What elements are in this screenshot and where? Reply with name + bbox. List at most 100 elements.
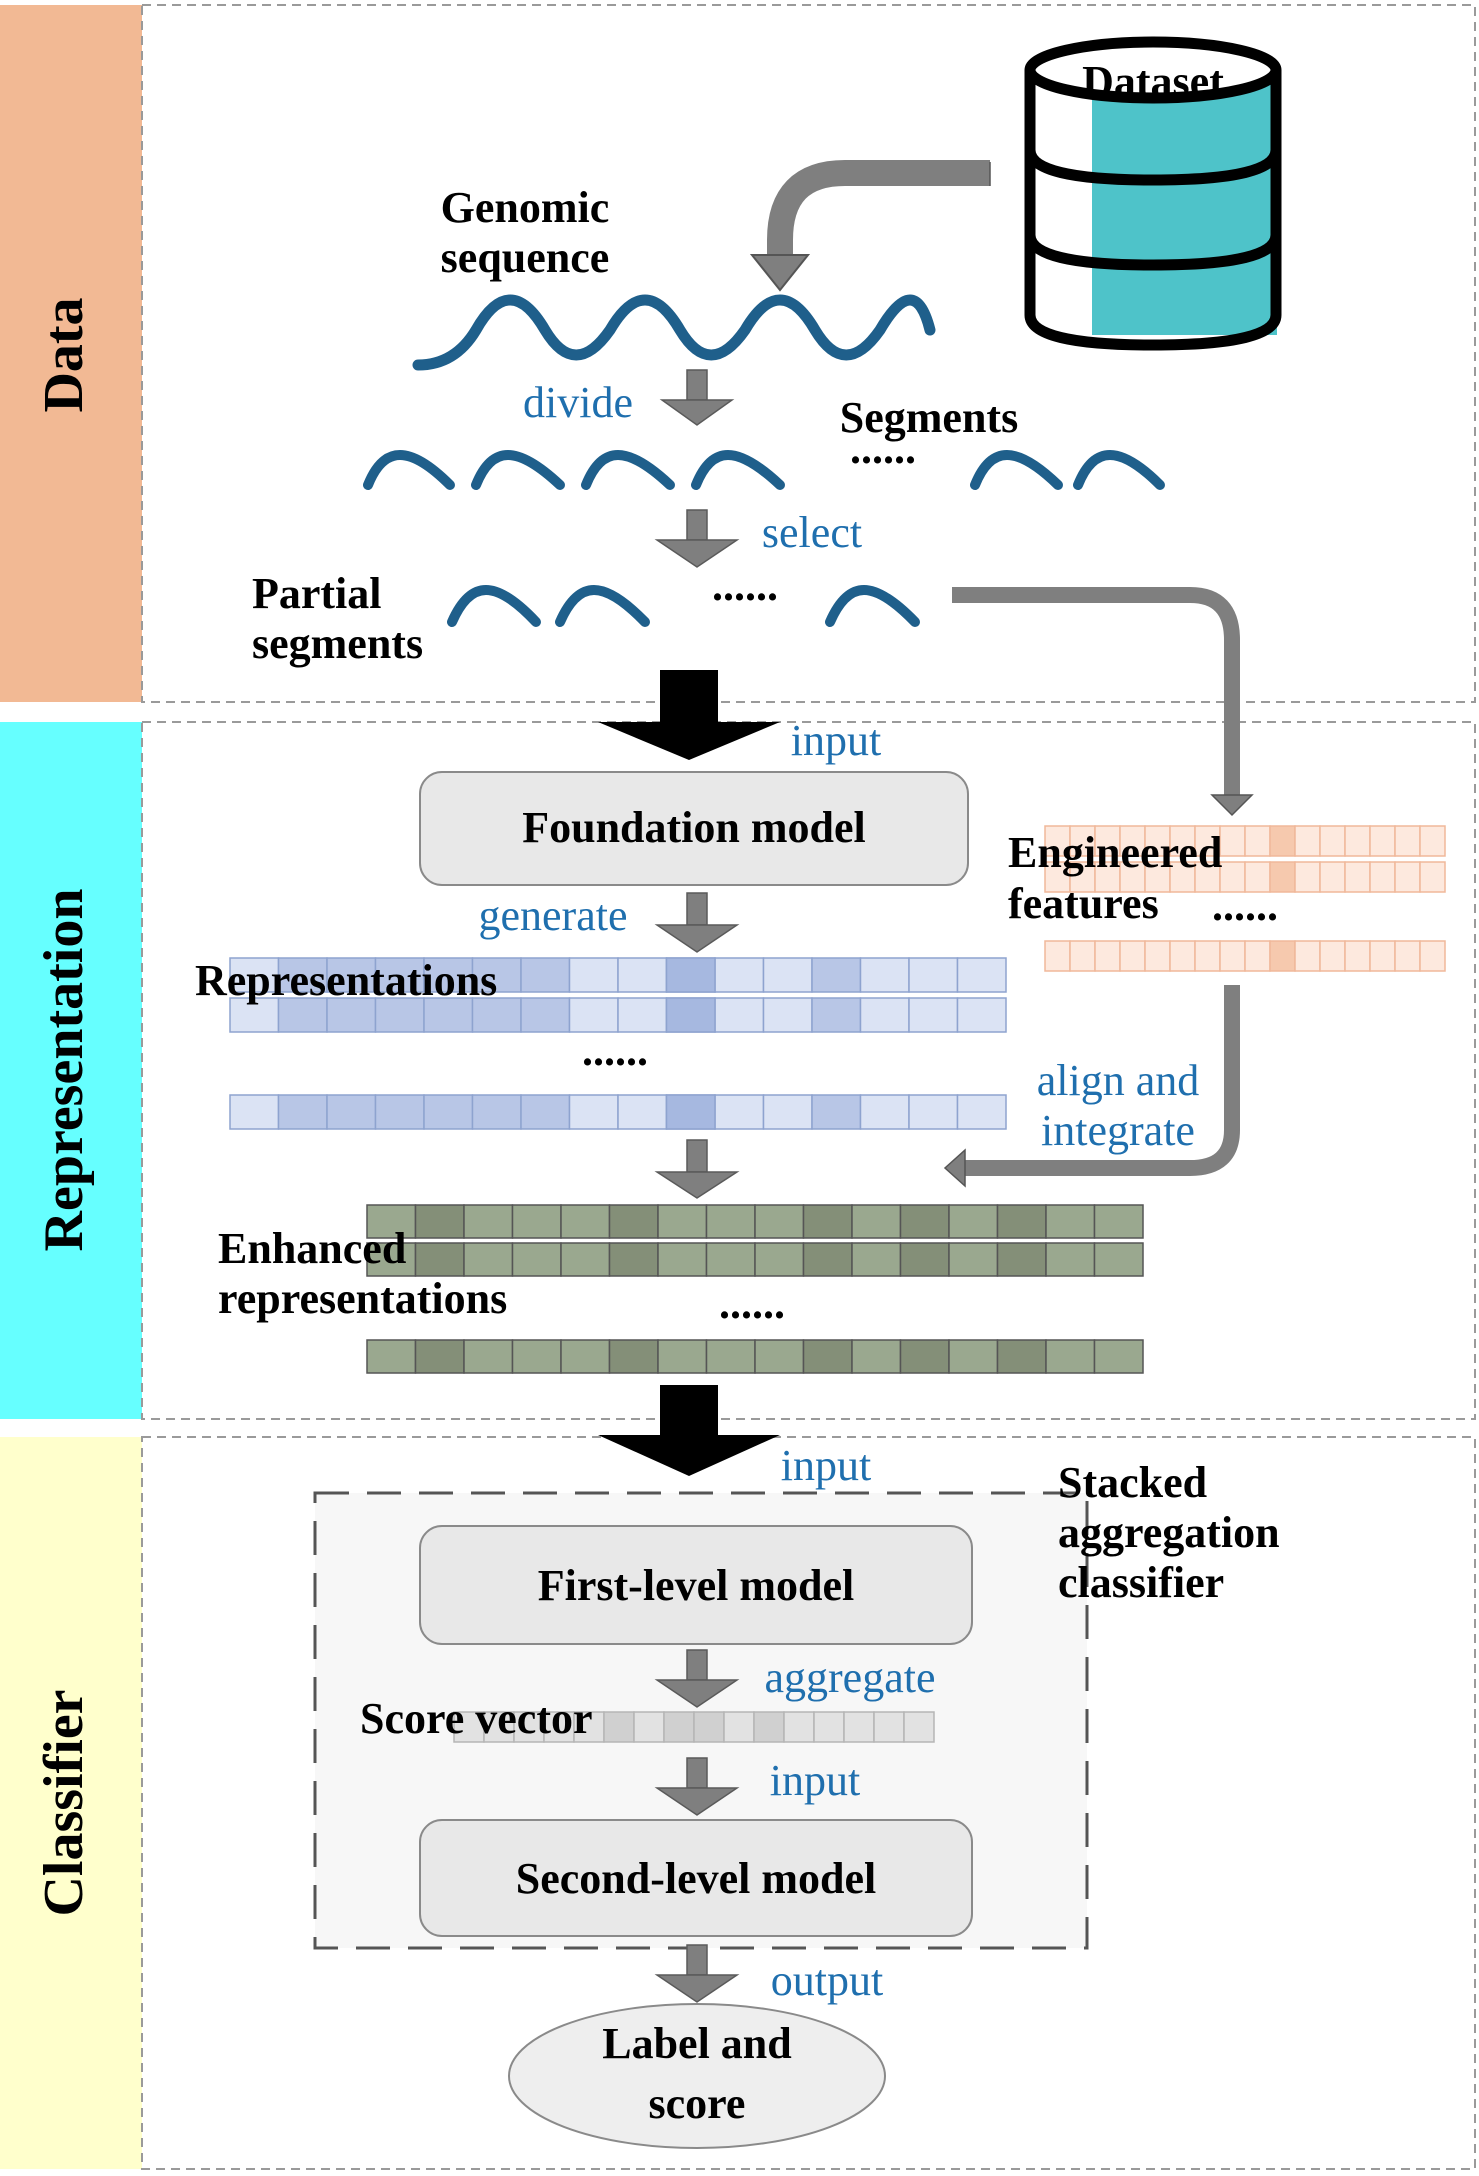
enhanced-representation-cell: [463, 1242, 514, 1277]
enhanced-representation-cell: [560, 1242, 611, 1277]
enhanced-representations-label-line1: Enhanced: [218, 1224, 406, 1273]
second-level-model-box: [419, 1819, 973, 1937]
partial-segment-waves: [447, 584, 920, 627]
score-vector-strip: [453, 1711, 935, 1743]
representation-cell: [423, 1094, 474, 1130]
enhanced-representation-cell: [608, 1242, 659, 1277]
representation-cell: [762, 957, 813, 993]
enhanced-representation-cell: [948, 1339, 999, 1374]
stacked-classifier-label-line1: Stacked: [1058, 1458, 1207, 1507]
engineered-features-ellipsis: ......: [1212, 881, 1278, 930]
representation-cell: [471, 1094, 522, 1130]
enhanced-representation-cell: [754, 1242, 805, 1277]
enhanced-representation-cell: [899, 1204, 950, 1239]
input-arrow-3: [654, 1757, 740, 1816]
genomic-sequence-wave: [412, 294, 936, 371]
input-label-2: input: [781, 1441, 871, 1490]
engineered-feature-cell: [1294, 825, 1321, 857]
enhanced-representation-cell: [802, 1339, 853, 1374]
enhanced-representation-cell: [560, 1204, 611, 1239]
representation-cell: [859, 957, 910, 993]
representation-cell: [859, 997, 910, 1033]
enhanced-representation-cell: [996, 1339, 1047, 1374]
score-vector-cell: [723, 1711, 755, 1743]
representation-cell: [956, 997, 1007, 1033]
engineered-features-label-line1: Engineered: [1008, 828, 1222, 877]
segments-label: Segments: [840, 393, 1018, 442]
select-arrow: [654, 509, 740, 568]
enhanced-representation-cell: [511, 1339, 562, 1374]
engineered-feature-cell: [1119, 861, 1146, 893]
output-label: output: [771, 1956, 883, 2005]
representation-to-enhanced-arrow: [654, 1139, 740, 1199]
representation-cell: [665, 1094, 716, 1130]
engineered-features-label-line2: features: [1008, 879, 1159, 928]
representation-cell: [520, 997, 571, 1033]
engineered-feature-cell: [1244, 940, 1271, 972]
representation-cell: [471, 997, 522, 1033]
enhanced-representations-ellipsis: ......: [719, 1279, 785, 1328]
representation-cell: [908, 957, 959, 993]
engineered-feature-cell: [1394, 861, 1421, 893]
aggregate-arrow: [654, 1649, 740, 1708]
dataset-icon: [1024, 36, 1282, 351]
engineered-feature-cell: [1419, 825, 1446, 857]
representation-cell: [277, 997, 328, 1033]
align-integrate-arrow: [965, 985, 1240, 1176]
engineered-feature-cell: [1269, 940, 1296, 972]
engineered-feature-cell: [1344, 940, 1371, 972]
segment-waves: [363, 449, 1165, 490]
engineered-feature-cell: [1094, 825, 1121, 857]
enhanced-representation-cell: [705, 1339, 756, 1374]
score-vector-cell: [633, 1711, 665, 1743]
enhanced-representation-cell: [705, 1242, 756, 1277]
engineered-feature-cell: [1044, 825, 1071, 857]
enhanced-representation-cell: [948, 1204, 999, 1239]
representation-cell: [277, 1094, 328, 1130]
representation-cell: [908, 1094, 959, 1130]
representation-cell: [665, 957, 716, 993]
representation-section-label: Representation: [33, 889, 95, 1252]
representation-cell: [859, 1094, 910, 1130]
engineered-feature-cell: [1344, 825, 1371, 857]
label-and-score-line2: score: [649, 2079, 746, 2128]
engineered-feature-cell: [1294, 940, 1321, 972]
score-vector-cell: [813, 1711, 845, 1743]
representation-cell: [617, 1094, 668, 1130]
dataset-to-sequence-arrow: [767, 160, 990, 255]
representations-ellipsis: ......: [582, 1026, 648, 1075]
representation-cell: [520, 957, 571, 993]
engineered-feature-cell: [1319, 861, 1346, 893]
representation-cell: [471, 957, 522, 993]
representation-cell: [229, 957, 280, 993]
partial-segments-label-line1: Partial: [252, 569, 382, 618]
engineered-feature-cell: [1044, 940, 1071, 972]
enhanced-representation-cell: [754, 1339, 805, 1374]
enhanced-representation-cell: [1045, 1204, 1096, 1239]
representation-cell: [714, 997, 765, 1033]
enhanced-representation-cell: [996, 1242, 1047, 1277]
input-arrow-2: [598, 1385, 780, 1476]
enhanced-representation-cell: [802, 1204, 853, 1239]
select-label: select: [762, 508, 862, 557]
score-vector-cell: [873, 1711, 905, 1743]
representation-cell: [617, 997, 668, 1033]
engineered-feature-cell: [1169, 861, 1196, 893]
representation-cell: [956, 1094, 1007, 1130]
divide-arrow: [659, 369, 735, 426]
enhanced-representation-cell: [608, 1339, 659, 1374]
enhanced-representation-cell: [366, 1242, 417, 1277]
engineered-feature-cell: [1319, 940, 1346, 972]
enhanced-representation-cell: [705, 1204, 756, 1239]
data-section-panel: [141, 4, 1476, 703]
stacked-classifier-label-line2: aggregation: [1058, 1508, 1280, 1557]
engineered-feature-cell: [1394, 825, 1421, 857]
enhanced-representation-cell: [511, 1204, 562, 1239]
representation-cell: [326, 1094, 377, 1130]
genomic-sequence-label-line2: sequence: [441, 233, 610, 282]
label-and-score-line1: Label and: [602, 2019, 792, 2068]
representation-cell: [811, 1094, 862, 1130]
enhanced-representation-cell: [948, 1242, 999, 1277]
partial-to-features-arrow: [952, 587, 1240, 795]
enhanced-representation-cell: [1045, 1339, 1096, 1374]
